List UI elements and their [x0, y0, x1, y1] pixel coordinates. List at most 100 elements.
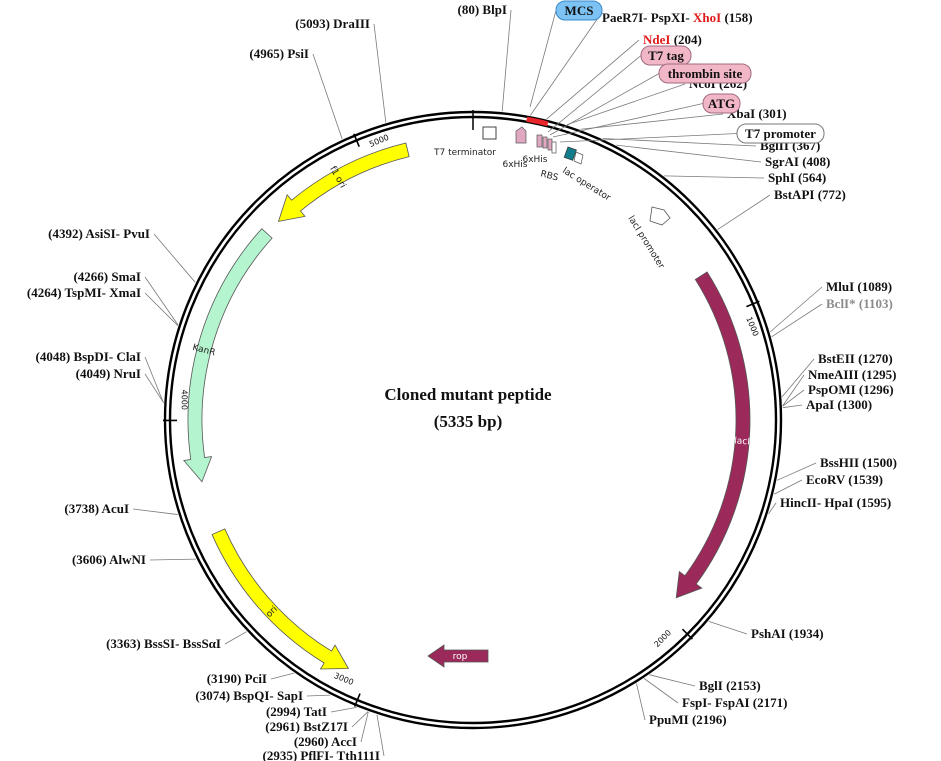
pill-label-atg: ATG	[708, 96, 735, 111]
site-label-204: NdeI (204)	[643, 32, 702, 47]
site-label-1539: EcoRV (1539)	[806, 472, 883, 487]
plasmid-size: (5335 bp)	[434, 412, 502, 431]
site-label-4965: (4965) PsiI	[249, 46, 309, 61]
lac-operator-box	[563, 146, 577, 161]
lead-line-262	[567, 83, 686, 126]
site-label-2935: (2935) PflFI- Tth111I	[263, 748, 381, 761]
site-label-1300: ApaI (1300)	[806, 397, 872, 412]
site-label-301: XbaI (301)	[727, 106, 787, 121]
lead-line-3606	[149, 558, 196, 561]
lead-line-1089	[769, 286, 823, 333]
laci-promoter-arrow	[649, 206, 671, 226]
t7-terminator-label: T7 terminator	[433, 148, 496, 158]
lead-line-1296	[782, 389, 805, 407]
feature-label-laci: lacI	[734, 436, 750, 447]
site-labels: PaeR7I- PspXI- XhoI (158)NdeI (204)NcoI …	[27, 2, 897, 761]
site-label-772: BstAPI (772)	[774, 187, 846, 202]
lead-line-564	[664, 175, 765, 179]
pill-lead-1	[547, 55, 642, 133]
lead-line-4392	[153, 233, 196, 283]
tick-mark-2000	[681, 628, 693, 640]
site-label-4266: (4266) SmaI	[73, 269, 141, 284]
lead-line-1295	[782, 374, 805, 407]
lead-line-1270	[781, 358, 815, 398]
lac-operator-label: lac operator	[560, 166, 612, 204]
site-label-1103: BclI* (1103)	[826, 296, 893, 311]
lead-line-1595	[768, 502, 777, 515]
tick-label-4000: 4000	[180, 390, 189, 410]
site-label-3363: (3363) BssSI- BssSαI	[106, 636, 221, 651]
thrombin-box	[542, 136, 548, 149]
site-label-2171: FspI- FspAI (2171)	[682, 695, 787, 710]
pill-label-t7-promoter: T7 promoter	[745, 126, 816, 141]
lead-line-1934	[708, 620, 748, 635]
site-label-2961: (2961) BstZ17I	[265, 719, 348, 734]
site-label-1270: BstEII (1270)	[818, 351, 893, 366]
his-tag-1-box	[515, 126, 527, 144]
site-label-2960: (2960) AccI	[294, 734, 357, 749]
site-label-3738: (3738) AcuI	[64, 501, 129, 516]
pill-atg	[702, 93, 741, 114]
site-label-3074: (3074) BspQI- SapI	[195, 688, 303, 703]
tick-mark-3000	[353, 693, 361, 707]
lead-line-772	[717, 194, 771, 230]
his-tag-2-box	[536, 134, 543, 148]
lead-line-1103	[771, 303, 823, 338]
his-tag-1-label: 6xHis	[502, 160, 527, 170]
site-label-red-158: XhoI	[693, 10, 721, 25]
pill-lead-4	[559, 133, 738, 143]
site-label-408: SgrAI (408)	[765, 154, 830, 169]
lead-line-204	[546, 39, 640, 120]
site-label-tail-204: (204)	[670, 32, 701, 47]
atg-box	[547, 138, 553, 151]
site-label-4048: (4048) BspDI- ClaI	[36, 349, 141, 364]
lead-line-80	[501, 9, 512, 112]
site-label-4264: (4264) TspMI- XmaI	[27, 285, 141, 300]
lead-line-1300	[782, 404, 803, 409]
lead-line-4264	[144, 292, 179, 326]
his-tag-2-label: 6xHis	[522, 155, 547, 165]
lead-line-2960	[360, 711, 369, 743]
tick-mark-1000	[746, 300, 760, 308]
site-label-1934: PshAI (1934)	[751, 626, 824, 641]
lead-line-3074	[306, 694, 331, 697]
lead-line-408	[616, 144, 762, 163]
site-label-2153: BglI (2153)	[699, 678, 761, 693]
site-leader-lines	[132, 9, 823, 757]
feature-arrow-rop	[427, 644, 489, 668]
site-label-1296: PspOMI (1296)	[808, 382, 894, 397]
site-label-3190: (3190) PciI	[207, 671, 267, 686]
site-label-prefix-158: PaeR7I- PspXI-	[602, 10, 693, 25]
lead-line-158	[530, 17, 599, 116]
lead-line-301	[580, 113, 724, 130]
t7-terminator-box	[482, 126, 497, 140]
site-label-1500: BssHII (1500)	[820, 455, 897, 470]
lead-line-2961	[351, 711, 369, 728]
site-label-1595: HincII- HpaI (1595)	[780, 495, 891, 510]
site-label-1089: MluI (1089)	[826, 279, 892, 294]
pill-mcs	[555, 0, 603, 21]
pill-label-mcs: MCS	[565, 3, 594, 18]
pill-label-t7-tag: T7 tag	[648, 48, 684, 63]
site-label-2994: (2994) TatI	[266, 704, 327, 719]
pill-lead-0	[529, 10, 557, 108]
rbs-box	[551, 141, 557, 154]
feature-arrow-f1-ori	[277, 142, 410, 222]
site-label-1295: NmeAIII (1295)	[808, 367, 896, 382]
feature-label-rop: rop	[453, 652, 468, 662]
lead-line-2196	[636, 683, 646, 721]
lead-line-2171	[643, 678, 679, 704]
rbs-label: RBS	[539, 169, 559, 183]
tick-label-2000: 2000	[652, 628, 673, 649]
site-label-red-204: NdeI	[643, 32, 670, 47]
site-label-564: SphI (564)	[768, 170, 826, 185]
lead-line-367	[602, 138, 757, 147]
lead-line-4965	[312, 53, 343, 140]
lead-line-2994	[330, 706, 357, 713]
feature-arrow-ori	[211, 528, 350, 670]
tick-label-3000: 3000	[333, 671, 355, 687]
lead-line-1500	[776, 462, 817, 481]
lead-line-2935	[376, 714, 385, 757]
mcs-backbone-highlight	[526, 116, 549, 127]
